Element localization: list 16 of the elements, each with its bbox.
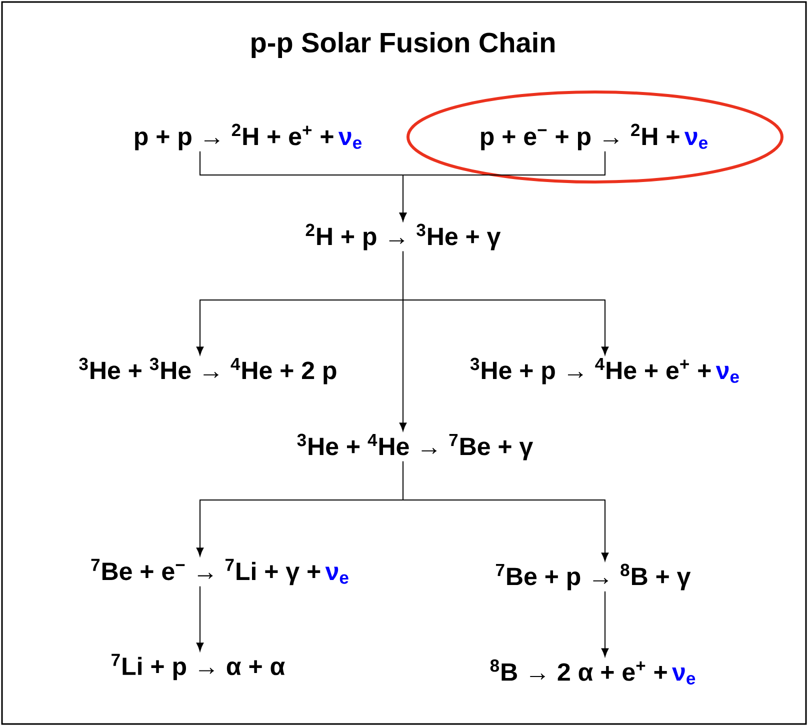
title: p-p Solar Fusion Chain [252,32,554,58]
reaction-text: $^{3}$He + p → $^{4}$He + e$^{+}$ + ν$_{e}$ [470,358,739,384]
reaction-text: $^{7}$Li + p → α + α [112,654,285,680]
reaction-text: p + e$^{−}$ + p → $^{2}$H + ν$_{e}$ [481,124,708,150]
arrow [399,150,606,222]
reaction-text: $^{7}$Be + e$^{−}$ → $^{7}$Li + γ + ν$_{e}$ [91,558,348,586]
reaction-text: p + p → $^{2}$H + e$^{+}$ + ν$_{e}$ [135,124,362,150]
arrow [402,250,609,356]
arrow [196,586,204,652]
reaction-text: $^{7}$Be + p → $^{8}$B + γ [496,564,691,590]
reaction-text: $^{3}$He + $^{3}$He → $^{4}$He + 2 p [79,358,336,384]
reaction-text: $^{8}$B → 2 α + e$^{+}$ + ν$_{e}$ [490,659,696,685]
reaction-text: $^{2}$H + p → $^{3}$He + γ [306,224,501,250]
arrow [402,460,609,562]
arrow [601,590,609,657]
reaction-text: $^{3}$He + $^{4}$He → $^{7}$Be + γ [297,434,534,460]
